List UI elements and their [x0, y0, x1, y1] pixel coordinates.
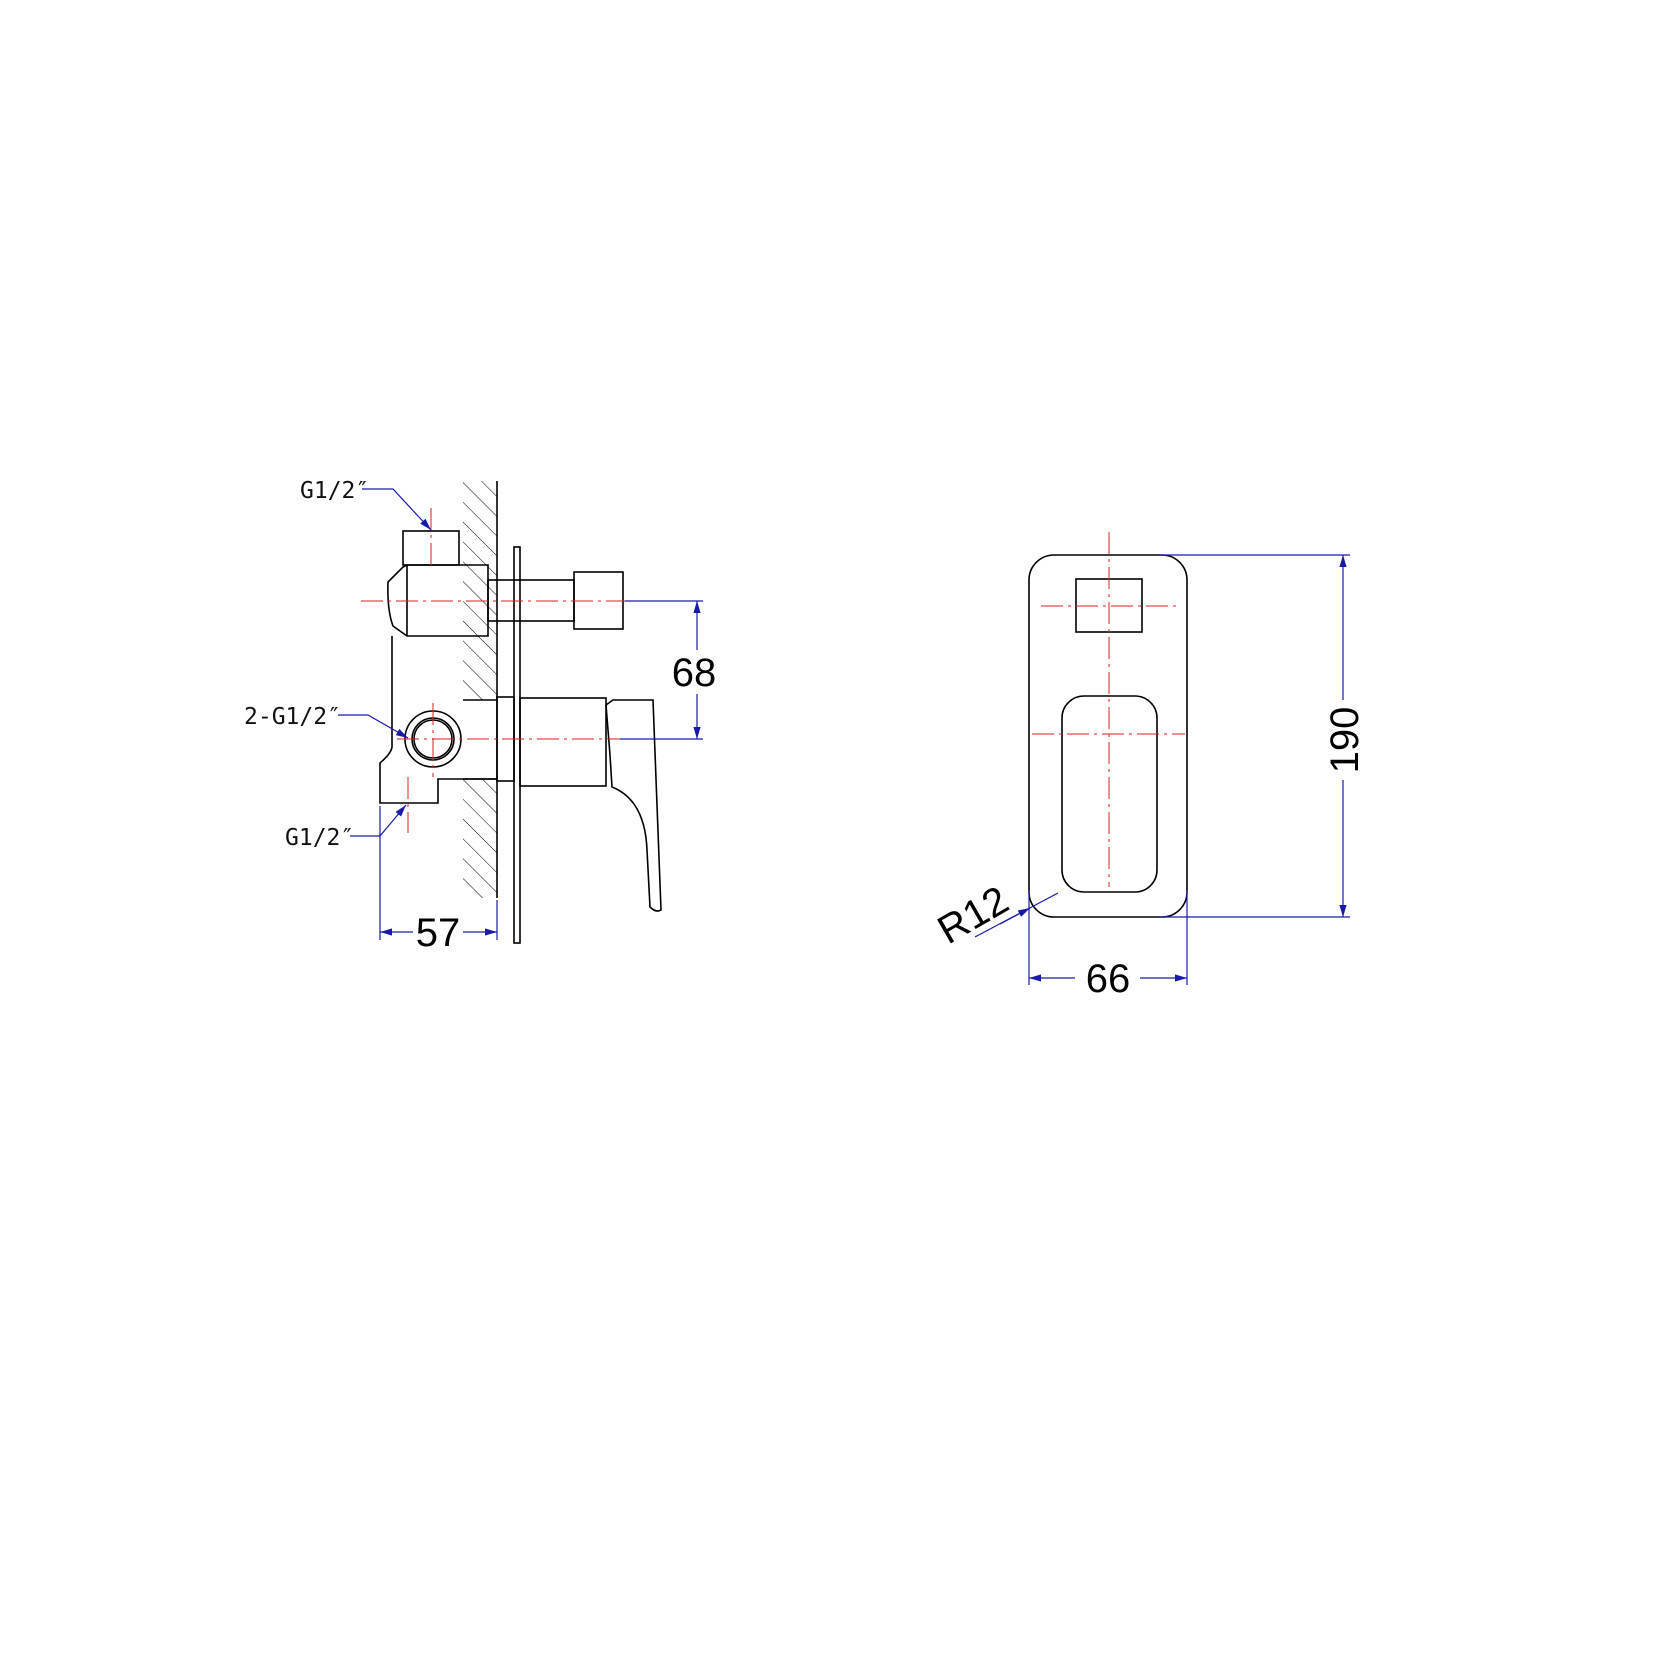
dimension-66-label: 66 — [1086, 957, 1131, 1001]
cartridge-body — [519, 697, 607, 787]
dimension-68-label: 68 — [672, 651, 717, 695]
dimension-190: 190 — [1160, 554, 1367, 918]
leaders — [338, 488, 432, 837]
wall-hatch — [463, 481, 498, 898]
dimension-r12: R12 — [931, 878, 1059, 953]
dimension-190-label: 190 — [1323, 707, 1367, 774]
front-view: 190 66 R12 — [931, 532, 1367, 1001]
dimension-57: 57 — [379, 806, 498, 955]
dimension-68: 68 — [620, 600, 717, 740]
bottom-outlet-label: G1/2″ — [285, 825, 354, 851]
lever-handle — [605, 699, 662, 912]
cover-plate-front — [1028, 554, 1188, 918]
centerlines-side — [361, 508, 625, 833]
side-view: G1/2″ 2-G1/2″ G1/2″ 57 68 — [244, 478, 716, 955]
valve-body-lower — [379, 636, 497, 804]
dimension-66: 66 — [1028, 890, 1188, 1001]
dimension-57-label: 57 — [416, 911, 461, 955]
cover-plate-side — [513, 546, 521, 944]
top-inlet-label: G1/2″ — [300, 478, 369, 504]
centerlines-front — [1032, 532, 1185, 887]
dimension-r12-label: R12 — [931, 878, 1017, 953]
side-inlets-label: 2-G1/2″ — [244, 704, 341, 730]
lever-recess — [1061, 695, 1158, 893]
